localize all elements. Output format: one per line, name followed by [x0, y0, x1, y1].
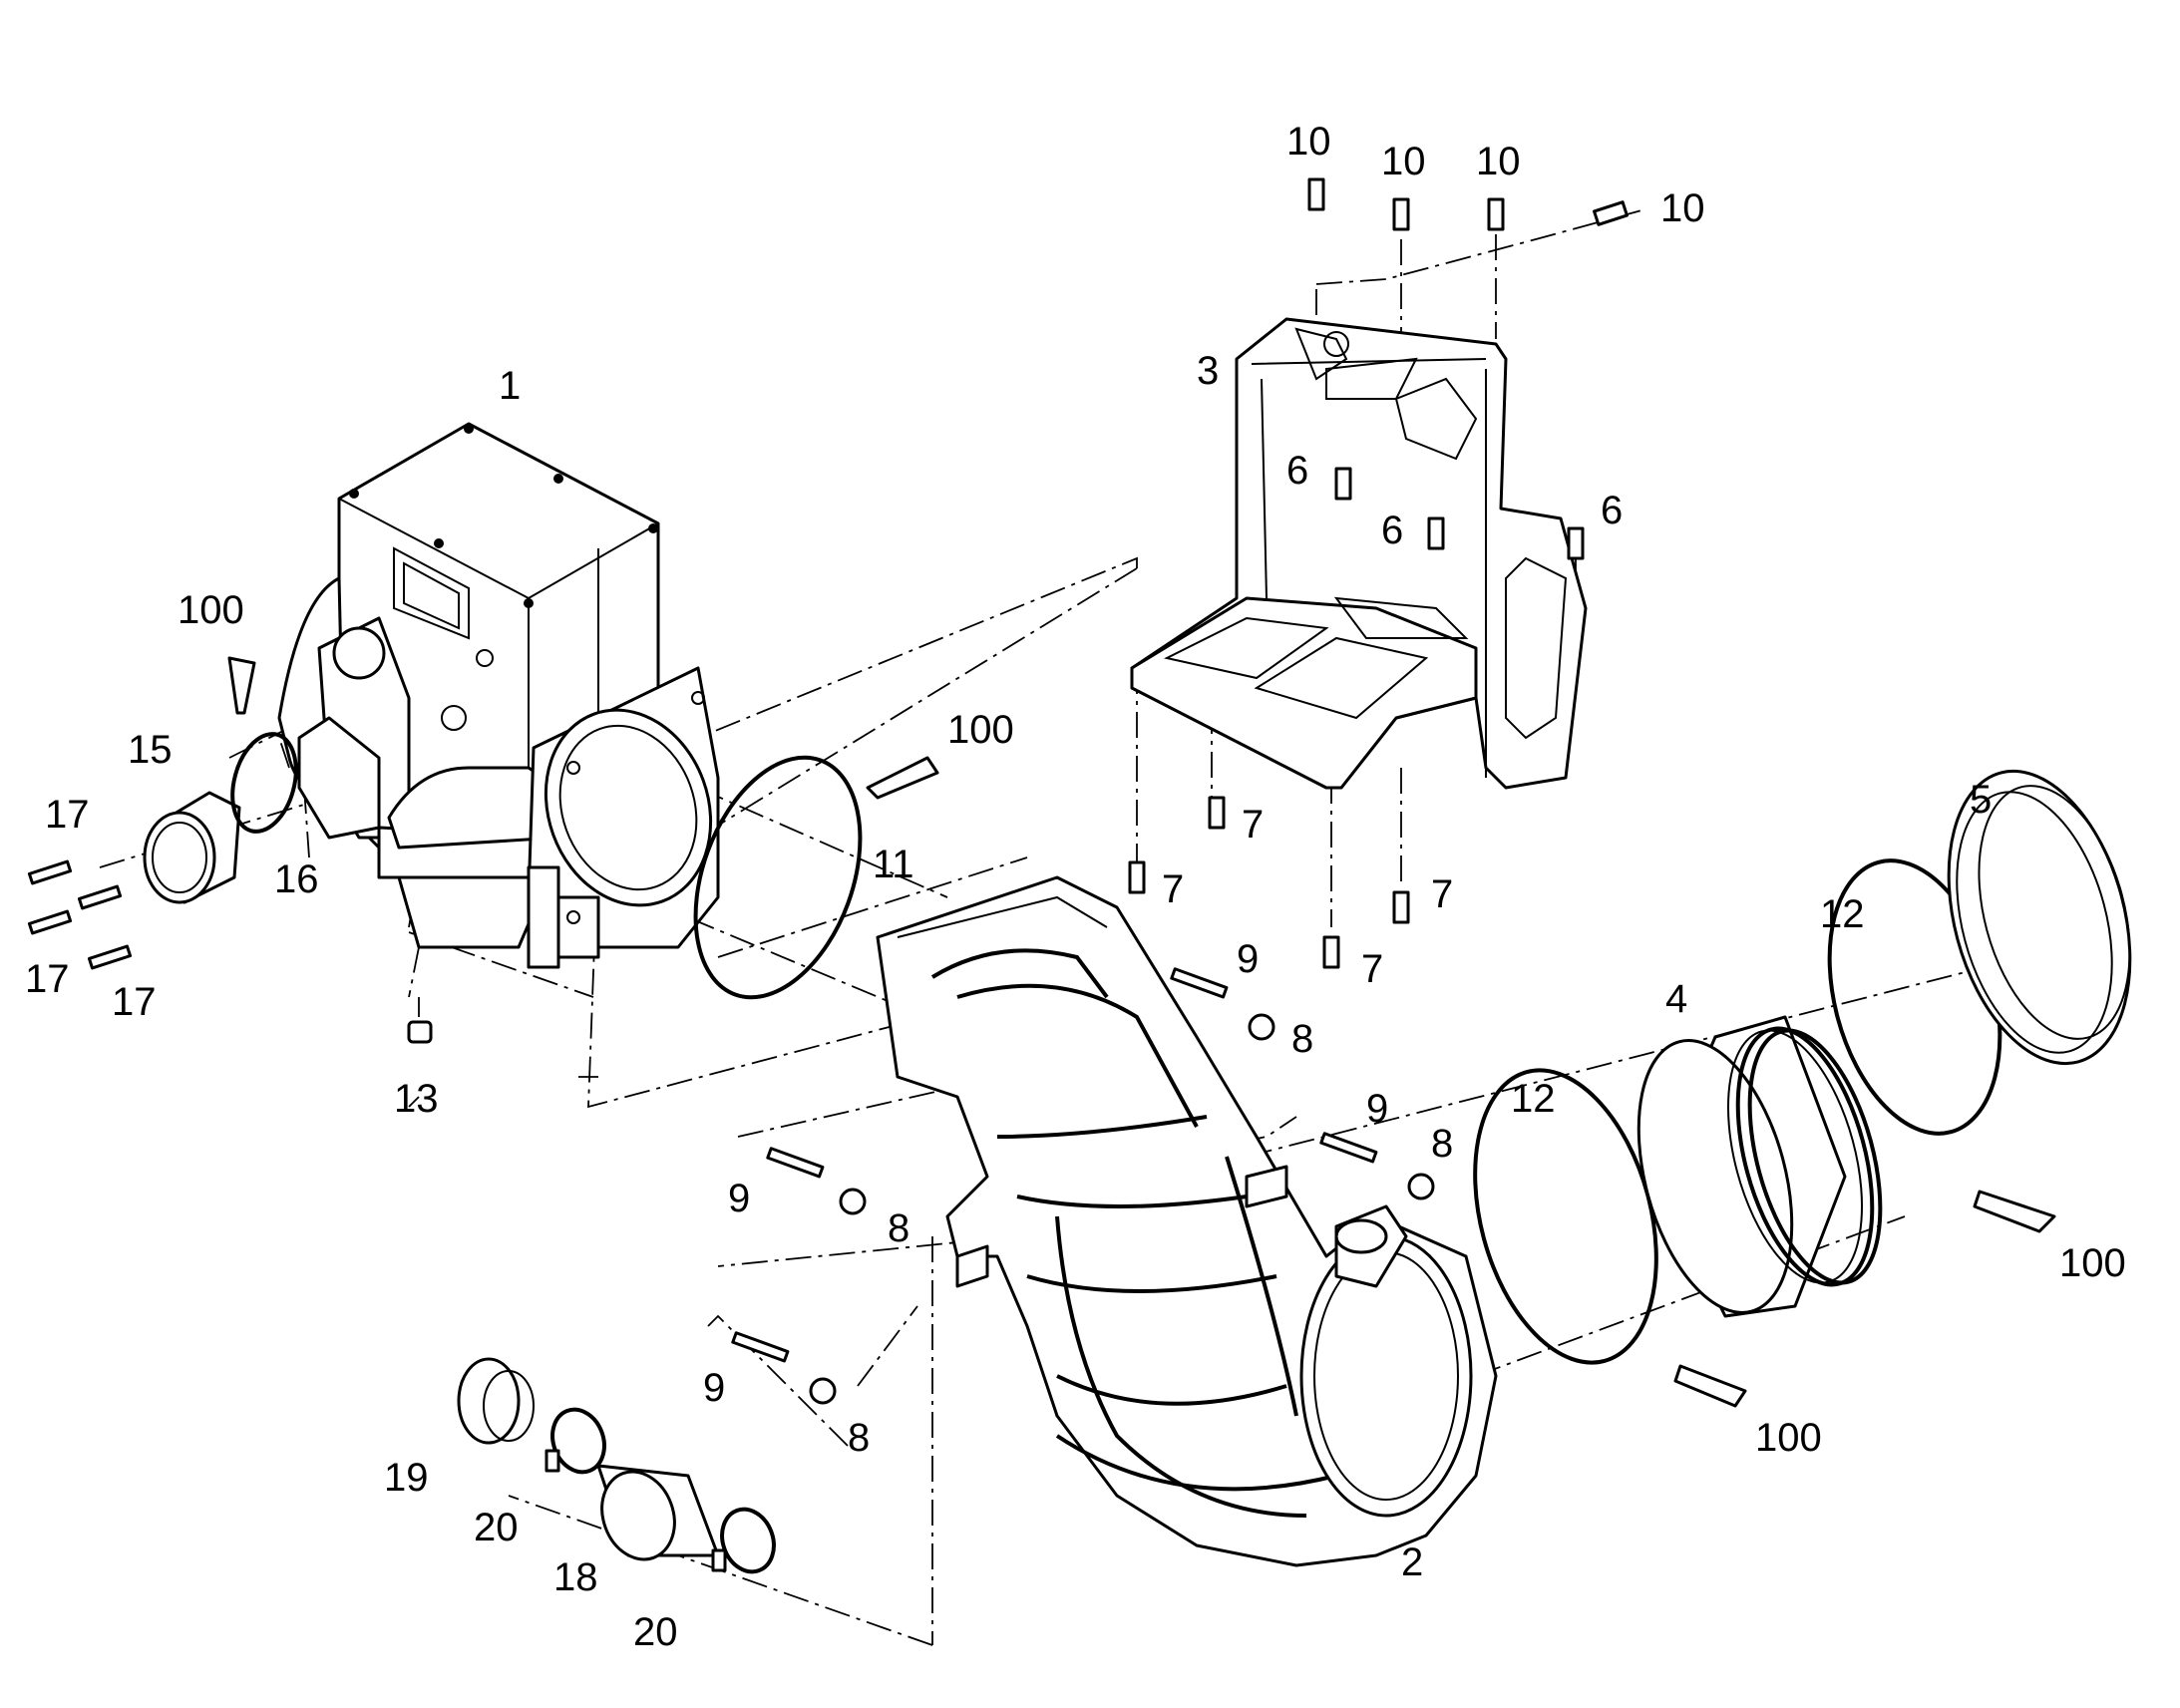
label-part-13: 13 [394, 1077, 439, 1121]
bracket-part-3 [1130, 317, 1588, 790]
label-part-20a: 20 [474, 1506, 519, 1549]
label-part-10c: 10 [1476, 140, 1521, 183]
label-part-7c: 7 [1431, 872, 1453, 916]
label-part-17c: 17 [112, 980, 157, 1024]
label-part-12a: 12 [1511, 1077, 1556, 1121]
o-ring-part-11 [693, 755, 863, 1000]
label-part-8b: 8 [1431, 1122, 1453, 1166]
label-part-100c: 100 [2059, 1241, 2126, 1285]
label-part-15: 15 [128, 728, 173, 772]
studs-part-9 [731, 967, 1378, 1363]
nuts-part-8 [809, 1013, 1435, 1405]
bolts-part-10 [1307, 177, 1629, 231]
elbow-pipe-part-2 [876, 875, 1498, 1567]
screws-part-17 [27, 859, 133, 970]
sleeve-part-4 [1636, 1015, 1883, 1318]
callout-labels: 1 2 3 4 5 6 6 6 7 7 7 7 8 8 8 8 9 9 9 9 … [25, 120, 2126, 1654]
label-part-4: 4 [1665, 977, 1687, 1021]
clamps-part-20 [545, 1407, 776, 1574]
label-part-17b: 17 [25, 957, 70, 1001]
label-part-7b: 7 [1162, 867, 1184, 911]
label-part-12b: 12 [1820, 892, 1865, 936]
label-part-1: 1 [499, 364, 521, 408]
label-part-6b: 6 [1381, 509, 1403, 552]
label-part-7a: 7 [1242, 803, 1264, 847]
label-part-20b: 20 [633, 1610, 678, 1654]
label-part-9d: 9 [703, 1366, 725, 1410]
label-part-7d: 7 [1361, 947, 1383, 991]
label-part-17a: 17 [45, 793, 90, 837]
bolts-part-6 [1334, 467, 1585, 560]
label-part-3: 3 [1197, 349, 1219, 393]
label-part-8a: 8 [1291, 1017, 1313, 1061]
label-part-10b: 10 [1381, 140, 1426, 183]
label-part-100b: 100 [947, 708, 1014, 752]
label-part-11: 11 [873, 843, 914, 886]
label-part-16: 16 [274, 857, 319, 901]
flange-part-15 [143, 791, 241, 904]
label-part-9a: 9 [1237, 937, 1259, 981]
hose-part-18 [596, 1464, 720, 1561]
label-part-19: 19 [384, 1456, 429, 1500]
label-part-2: 2 [1401, 1540, 1423, 1584]
bolts-part-7 [1128, 796, 1410, 969]
o-ring-part-16 [230, 732, 298, 834]
label-part-9c: 9 [728, 1177, 750, 1220]
ring-cap-part-5 [1947, 769, 2132, 1066]
plug-part-13 [407, 1020, 433, 1044]
label-part-6a: 6 [1286, 449, 1308, 493]
label-part-6c: 6 [1601, 489, 1623, 532]
sealant-tubes-part-100 [227, 656, 2056, 1408]
label-part-18: 18 [553, 1555, 598, 1599]
label-part-100a: 100 [178, 588, 244, 632]
label-part-8d: 8 [848, 1416, 870, 1460]
label-part-8c: 8 [888, 1206, 909, 1250]
cap-part-19 [457, 1357, 535, 1445]
label-part-100d: 100 [1755, 1416, 1822, 1460]
housing-part-1 [277, 422, 720, 969]
label-part-5: 5 [1970, 778, 1992, 822]
label-part-9b: 9 [1366, 1087, 1388, 1131]
label-part-10a: 10 [1286, 120, 1331, 164]
label-part-10d: 10 [1660, 186, 1705, 230]
